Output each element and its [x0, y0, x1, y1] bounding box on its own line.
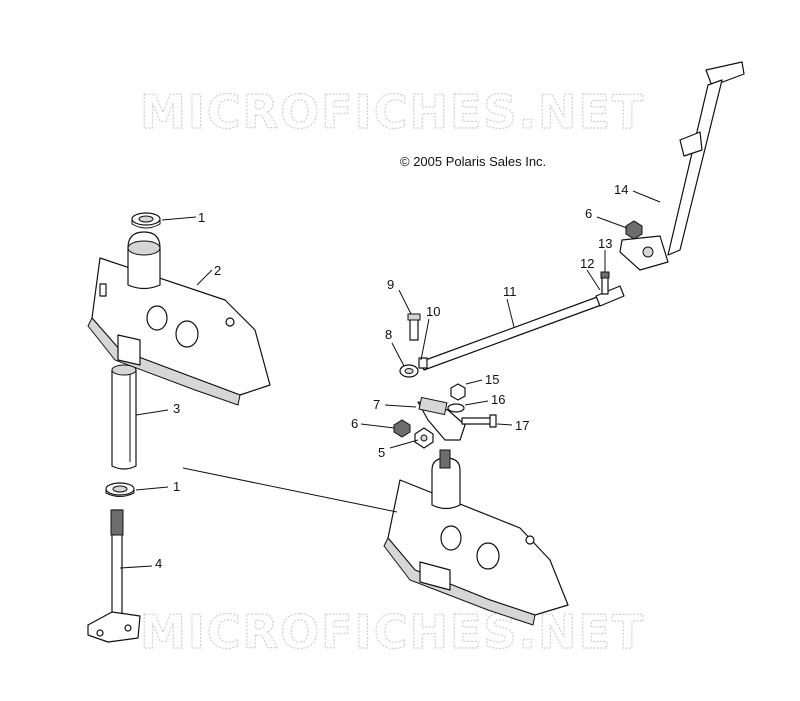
callout-2: 2	[214, 263, 221, 278]
nut-6-right	[625, 220, 643, 240]
bolt-9	[407, 313, 421, 341]
nut-15	[450, 383, 466, 401]
callout-15: 15	[485, 372, 499, 387]
frame-bracket-right	[383, 449, 569, 626]
callout-16: 16	[491, 392, 505, 407]
assembly-line	[182, 467, 398, 513]
callout-12: 12	[580, 256, 594, 271]
bolt-17	[461, 414, 497, 428]
leader-lines	[119, 190, 661, 569]
callout-5: 5	[378, 445, 385, 460]
nut-6-left	[393, 419, 411, 438]
copyright-text: © 2005 Polaris Sales Inc.	[400, 154, 546, 169]
tie-rod	[418, 295, 605, 371]
watermark-bottom: MICROFICHES.NET	[140, 605, 645, 659]
callouts: 1 2 3 1 4 9 10 8 11 12 13 14 6 7 15 16 1…	[155, 182, 628, 571]
callout-4: 4	[155, 556, 162, 571]
callout-6-right: 6	[585, 206, 592, 221]
callout-13: 13	[598, 236, 612, 251]
callout-1-lower: 1	[173, 479, 180, 494]
callout-8: 8	[385, 327, 392, 342]
callout-7: 7	[373, 397, 380, 412]
steering-tube	[111, 364, 137, 470]
steering-shaft	[619, 61, 745, 271]
frame-bracket-left	[87, 231, 271, 406]
callout-14: 14	[614, 182, 628, 197]
callout-3: 3	[173, 401, 180, 416]
callout-1-top: 1	[198, 210, 205, 225]
callout-10: 10	[426, 304, 440, 319]
washer-lower	[105, 482, 135, 497]
steering-post	[87, 509, 141, 643]
tie-rod-end-12	[595, 271, 625, 307]
callout-11: 11	[503, 284, 517, 299]
tie-rod-end-8	[399, 364, 419, 378]
nut-5	[414, 427, 434, 449]
callout-9: 9	[387, 277, 394, 292]
callout-17: 17	[515, 418, 529, 433]
pitman-arm	[417, 396, 466, 441]
washer-16	[447, 403, 465, 413]
callout-6-left: 6	[351, 416, 358, 431]
washer-top	[131, 212, 161, 229]
watermark-top: MICROFICHES.NET	[140, 85, 645, 139]
